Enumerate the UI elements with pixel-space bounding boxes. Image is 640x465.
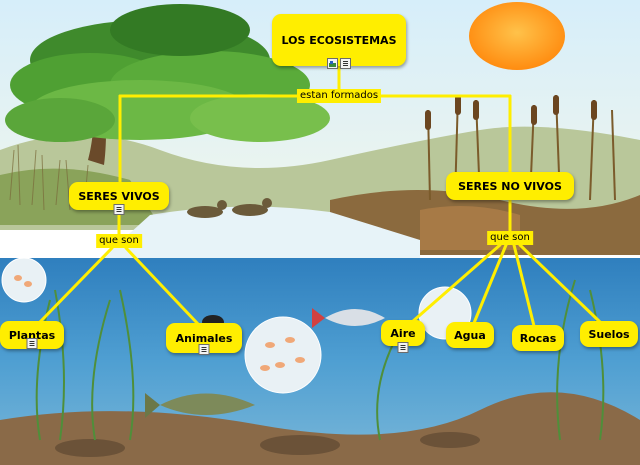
link-label-que-son-no-vivos: que son <box>487 231 533 245</box>
doc-icon[interactable] <box>340 58 351 69</box>
node-rocas[interactable]: Rocas <box>512 325 564 351</box>
node-suelos[interactable]: Suelos <box>580 321 638 347</box>
aire-attachment-icons <box>397 342 409 353</box>
node-aire[interactable]: Aire <box>381 320 425 346</box>
image-icon[interactable] <box>327 58 338 69</box>
ducks <box>187 198 272 218</box>
node-label: Rocas <box>519 331 557 345</box>
doc-icon[interactable] <box>26 338 38 349</box>
node-los-ecosistemas[interactable]: LOS ECOSISTEMAS <box>272 14 406 66</box>
root-attachment-icons <box>327 58 351 69</box>
sun <box>469 2 565 70</box>
riverbed <box>0 392 640 465</box>
node-label: Animales <box>175 331 233 345</box>
doc-icon[interactable] <box>113 204 125 215</box>
node-label: Plantas <box>8 328 56 342</box>
link-label-estan-formados: estan formados <box>296 89 382 103</box>
node-label: SERES NO VIVOS <box>458 179 562 193</box>
link-label-que-son-vivos: que son <box>96 234 142 248</box>
doc-icon[interactable] <box>198 344 210 355</box>
plantas-attachment-icons <box>26 338 38 349</box>
doc-icon[interactable] <box>397 342 409 353</box>
seres-vivos-attachment-icons <box>113 204 125 215</box>
animales-attachment-icons <box>198 344 210 355</box>
tree-canopy <box>5 4 330 142</box>
node-label: Suelos <box>588 327 630 341</box>
fish <box>145 308 385 418</box>
node-label: SERES VIVOS <box>78 189 160 203</box>
node-agua[interactable]: Agua <box>446 322 494 348</box>
node-label: LOS ECOSISTEMAS <box>281 33 397 47</box>
node-label: Aire <box>390 326 416 340</box>
node-label: Agua <box>454 328 486 342</box>
node-seres-no-vivos[interactable]: SERES NO VIVOS <box>446 172 574 200</box>
